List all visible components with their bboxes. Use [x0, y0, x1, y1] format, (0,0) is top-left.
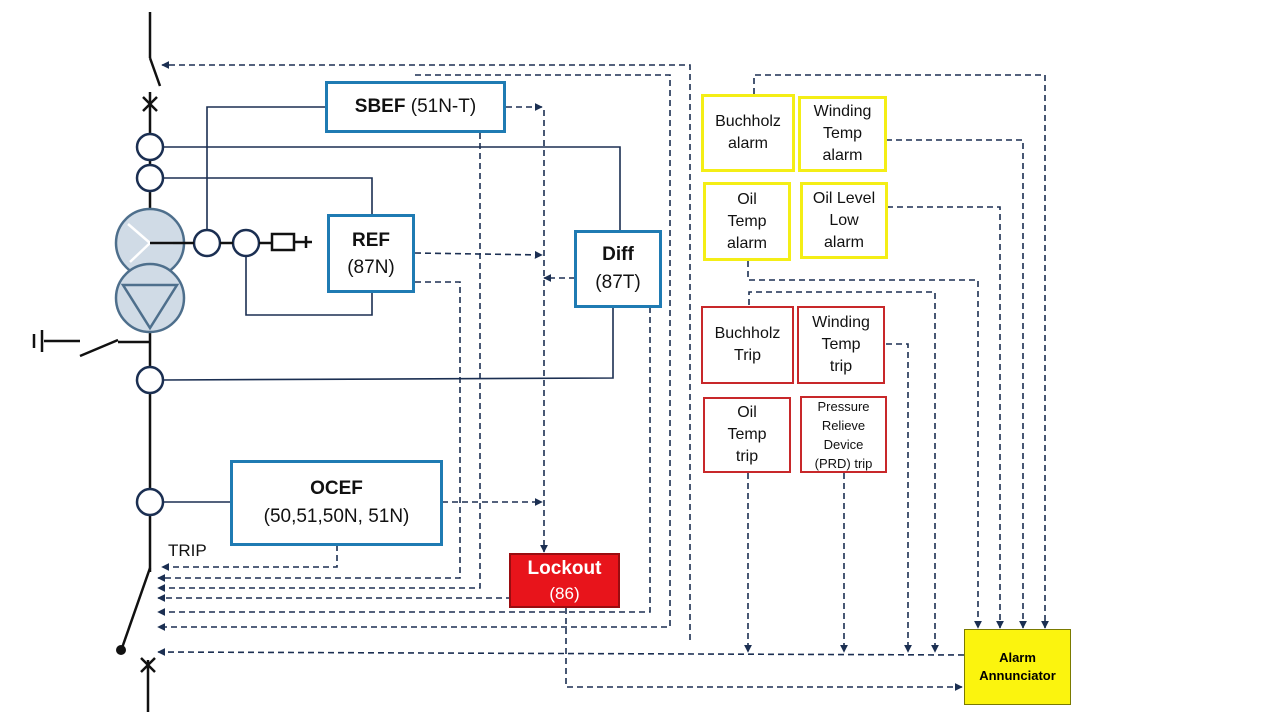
earth-switch-icon: [32, 330, 150, 358]
oil-temp-trip-line3: trip: [735, 448, 759, 465]
breaker-cross-bottom: [140, 657, 156, 673]
lockout-relay: Lockout (86): [509, 553, 620, 608]
prd-trip: Pressure Relieve Device (PRD) trip: [800, 396, 887, 473]
oil-temp-alarm-line1: Oil: [737, 190, 757, 208]
ct-wiring: [162, 106, 621, 503]
oil-level-alarm-line2: Low: [829, 211, 859, 229]
annunciator-line2: Annunciator: [979, 668, 1056, 683]
feeder-line: [120, 12, 162, 712]
buchholz-alarm: Buchholz alarm: [701, 94, 795, 172]
lockout-code: (86): [549, 583, 580, 603]
breaker-cross-top: [142, 96, 158, 112]
winding-temp-trip-line3: trip: [829, 358, 853, 375]
diff-code: (87T): [595, 272, 641, 293]
annunciator-line1: Alarm: [999, 650, 1036, 665]
ocef-code: (50,51,50N, 51N): [263, 506, 410, 527]
diff-name: Diff: [602, 244, 634, 265]
alarm-annunciator: Alarm Annunciator: [964, 629, 1071, 705]
diff-relay: Diff (87T): [574, 230, 662, 308]
prd-trip-line2: Relieve: [821, 417, 866, 433]
oil-temp-trip-line1: Oil: [737, 404, 757, 421]
oil-temp-trip: Oil Temp trip: [703, 397, 791, 473]
sbef-relay: SBEF (51N-T): [325, 81, 506, 133]
winding-temp-alarm-line2: Temp: [822, 125, 863, 142]
winding-temp-alarm: Winding Temp alarm: [798, 96, 887, 172]
prd-trip-line1: Pressure: [817, 398, 870, 414]
ref-relay: REF (87N): [327, 214, 415, 293]
ocef-name: OCEF: [310, 478, 363, 499]
buchholz-trip-line2: Trip: [734, 347, 761, 364]
prd-trip-line3: Device: [823, 436, 864, 452]
oil-temp-trip-line2: Temp: [727, 426, 767, 443]
prd-trip-line4: (PRD) trip: [814, 455, 873, 471]
oil-temp-alarm: Oil Temp alarm: [703, 182, 791, 261]
breaker-contact-dot: [116, 645, 126, 655]
ref-code: (87N): [347, 256, 395, 278]
ref-name: REF: [352, 229, 390, 251]
oil-temp-alarm-line2: Temp: [727, 212, 767, 230]
signal-wiring: [157, 61, 1049, 691]
buchholz-alarm-line2: alarm: [727, 135, 768, 152]
oil-temp-alarm-line3: alarm: [726, 234, 767, 252]
winding-temp-alarm-line1: Winding: [813, 103, 872, 120]
transformer-icon: [114, 207, 186, 334]
buchholz-alarm-line1: Buchholz: [715, 113, 781, 130]
winding-temp-trip-line1: Winding: [812, 314, 870, 331]
trip-label: TRIP: [168, 541, 207, 560]
neutral-resistor-icon: [150, 232, 312, 252]
sbef-name: SBEF: [354, 96, 406, 117]
buchholz-trip-line1: Buchholz: [714, 325, 781, 342]
ocef-relay: OCEF (50,51,50N, 51N): [230, 460, 443, 546]
winding-temp-trip-line2: Temp: [821, 336, 861, 353]
oil-level-alarm-line1: Oil Level: [812, 189, 876, 207]
sbef-code: (51N-T): [410, 96, 477, 117]
winding-temp-trip: Winding Temp trip: [797, 306, 885, 384]
ct-icons: [135, 132, 261, 517]
oil-level-alarm-line3: alarm: [823, 233, 864, 251]
lockout-name: Lockout: [527, 557, 602, 579]
oil-level-low-alarm: Oil Level Low alarm: [800, 182, 888, 259]
winding-temp-alarm-line3: alarm: [822, 147, 863, 164]
buchholz-trip: Buchholz Trip: [701, 306, 794, 384]
